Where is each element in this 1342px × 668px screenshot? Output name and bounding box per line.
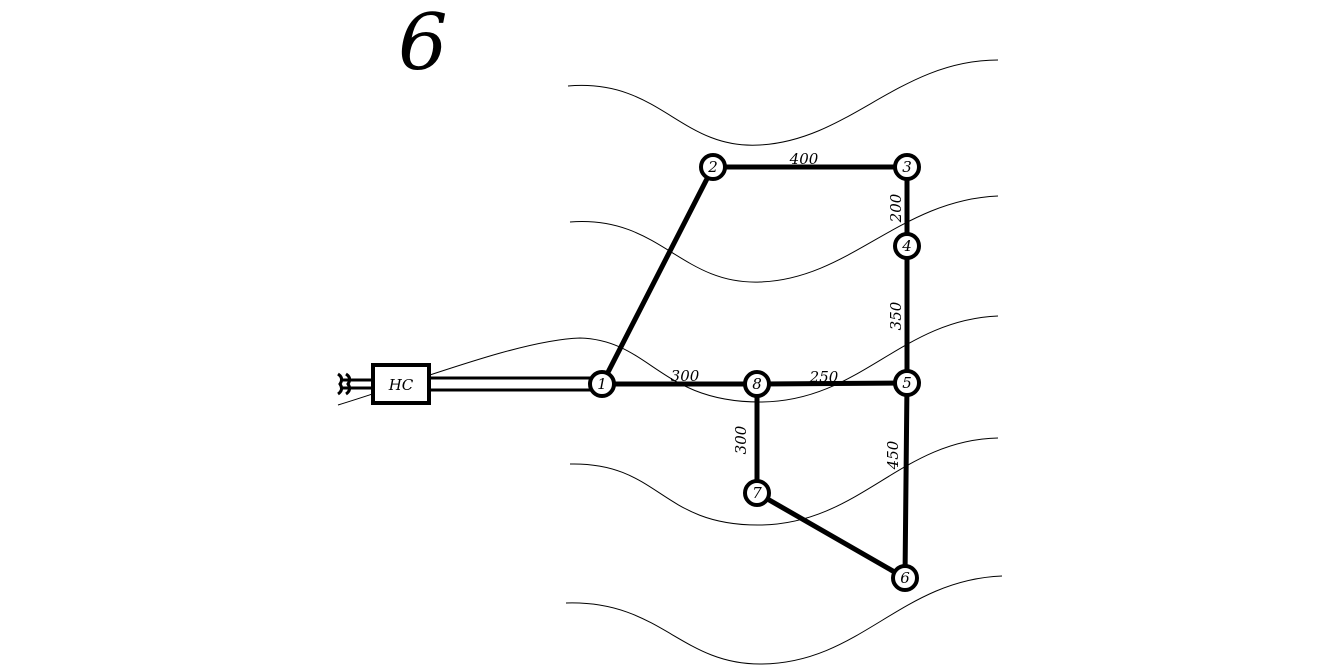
contour-lines xyxy=(337,59,1003,665)
node-circle xyxy=(893,369,921,397)
node-4: 4 xyxy=(893,232,921,260)
contour-line xyxy=(569,195,999,283)
node-3: 3 xyxy=(893,153,921,181)
node-circle xyxy=(743,479,771,507)
node-label: 8 xyxy=(752,375,762,393)
pipes xyxy=(599,164,910,581)
node-7: 7 xyxy=(743,479,771,507)
water-intake-icon xyxy=(337,372,374,396)
pipe-7-6 xyxy=(754,490,908,581)
feed-line xyxy=(430,376,592,392)
node-label: 3 xyxy=(902,158,912,176)
node-circle xyxy=(699,153,727,181)
node-circle xyxy=(588,370,616,398)
node-label: 2 xyxy=(707,158,718,176)
pipe-length-label: 350 xyxy=(887,301,905,330)
pipe-length-label: 250 xyxy=(809,368,839,386)
node-label: 5 xyxy=(902,374,912,392)
node-8: 8 xyxy=(743,370,771,398)
pipe-length-label: 300 xyxy=(671,367,700,385)
node-2: 2 xyxy=(699,153,727,181)
pump-station-label: НС xyxy=(388,376,414,394)
pipe-length-label: 200 xyxy=(887,193,905,223)
pipe-length-label: 300 xyxy=(732,425,750,454)
contour-line xyxy=(567,59,999,146)
node-6: 6 xyxy=(891,564,919,592)
pipe-length-label: 450 xyxy=(884,440,902,470)
node-5: 5 xyxy=(893,369,921,397)
node-circle xyxy=(893,232,921,260)
node-circle xyxy=(891,564,919,592)
pipe-5-6 xyxy=(902,380,910,581)
variant-number: 6 xyxy=(398,0,448,88)
node-label: 7 xyxy=(752,484,762,502)
node-circle xyxy=(743,370,771,398)
pipe-length-label: 400 xyxy=(789,150,819,168)
pump-station: НС xyxy=(371,363,431,405)
pipe-length-labels: 400 200 350 300 250 300 450 xyxy=(671,150,905,470)
pipe-8-5 xyxy=(754,380,910,387)
nodes: 1 2 3 4 5 6 7 8 xyxy=(588,153,921,592)
pipe-1-2 xyxy=(599,164,716,387)
node-circle xyxy=(893,153,921,181)
contour-line xyxy=(569,437,999,526)
contour-line xyxy=(565,575,1003,665)
node-label: 1 xyxy=(597,375,607,393)
node-label: 6 xyxy=(900,569,910,587)
contour-line xyxy=(337,315,999,406)
node-label: 4 xyxy=(901,237,912,255)
node-1: 1 xyxy=(588,370,616,398)
